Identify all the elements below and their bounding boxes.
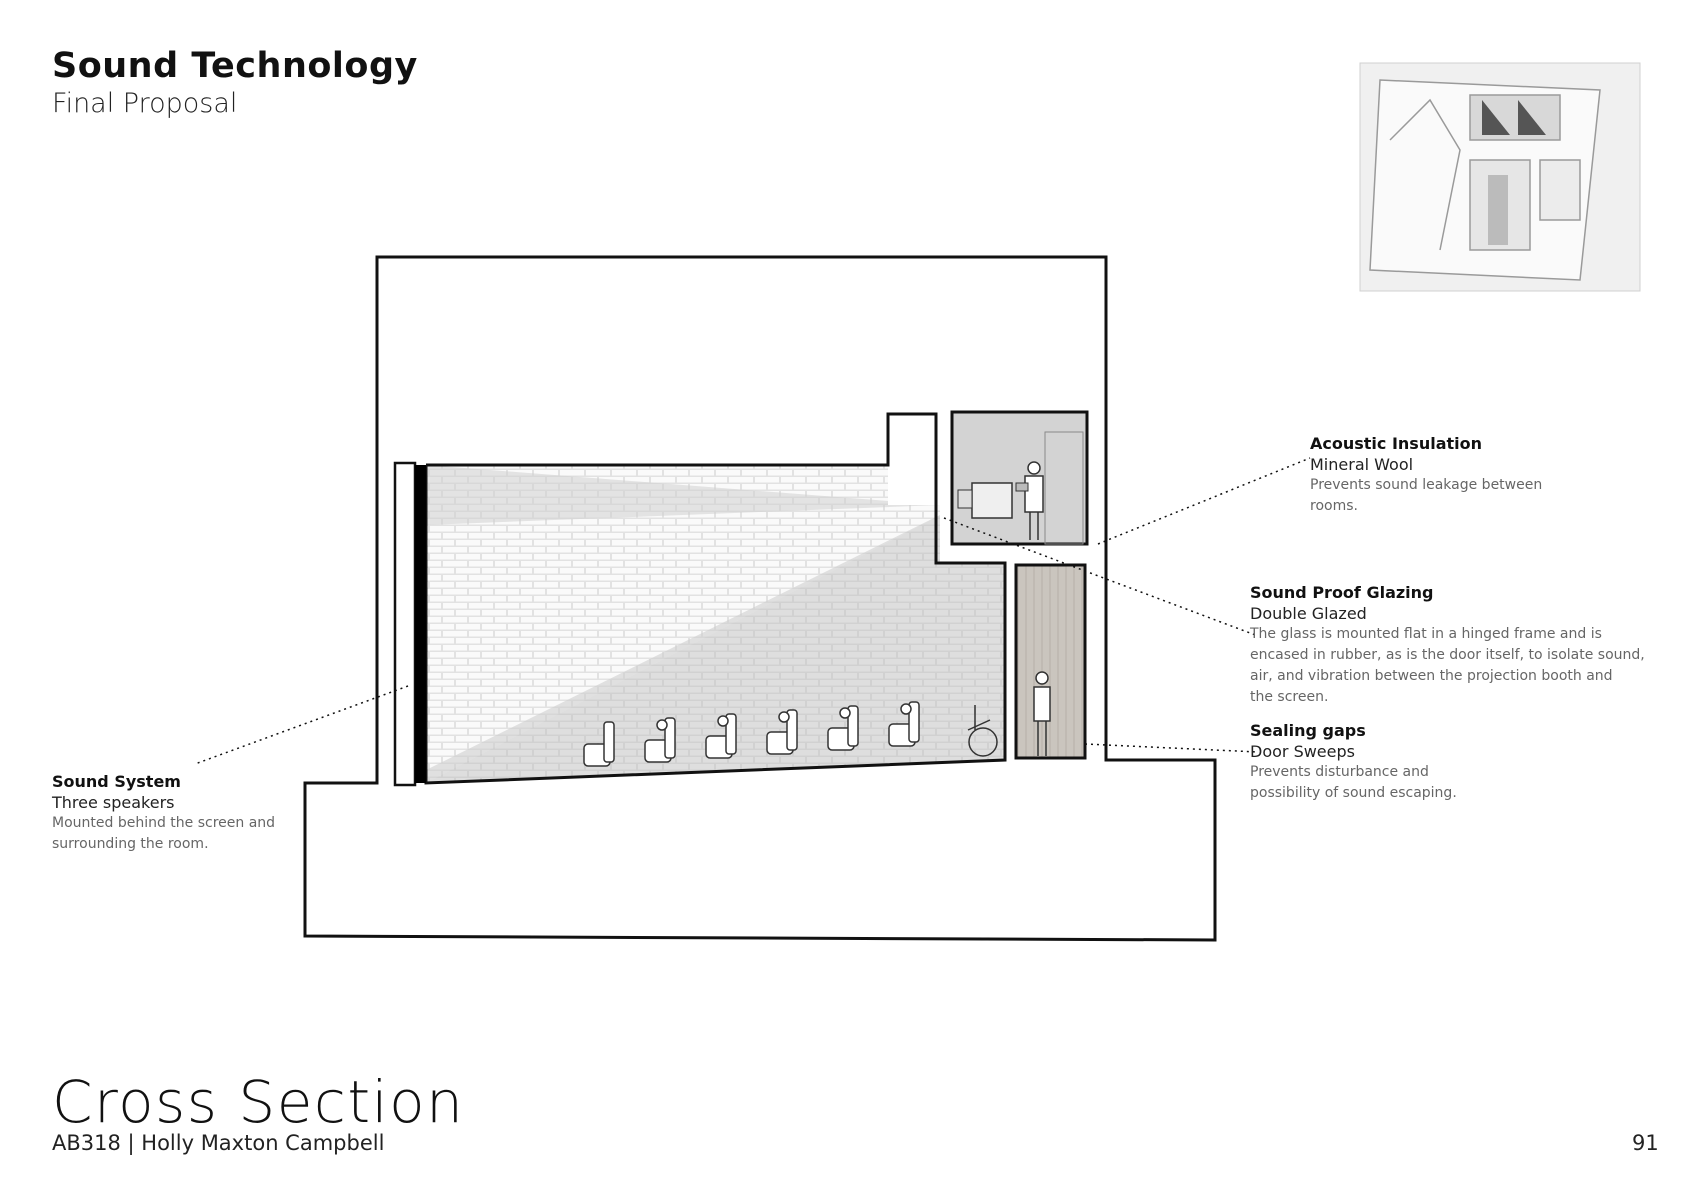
section-heading: Cross Section [52,1068,465,1136]
screen-wall [393,461,417,787]
wheelchair [967,705,998,757]
annotation-subheading: Double Glazed [1250,604,1367,623]
seat-6 [888,701,920,747]
page-subtitle: Final Proposal [52,88,238,119]
seat-1 [583,721,615,767]
annotation-description-line: Mounted behind the screen and [52,815,276,831]
annotation-description-line: Prevents sound leakage between [1310,477,1543,493]
annotation-heading: Acoustic Insulation [1310,434,1483,453]
door-area [1014,563,1087,760]
annotation-heading: Sealing gaps [1250,721,1366,740]
annotation-sound-system: Sound System Three speakers Mounted behi… [52,771,275,855]
auditorium [426,465,1005,783]
annotation-description-line: possibility of sound escaping. [1250,785,1457,801]
seat-3 [705,713,737,759]
projection-booth [950,410,1089,546]
annotation-subheading: Door Sweeps [1250,742,1355,761]
annotation-description-line: encased in rubber, as is the door itself… [1250,647,1645,663]
seat-2 [644,717,676,763]
page-title: Sound Technology [52,46,418,86]
annotation-sealing-gaps: Sealing gaps Door Sweeps Prevents distur… [1250,720,1457,804]
annotation-sound-proof-glazing: Sound Proof Glazing Double Glazed The gl… [1250,582,1645,708]
annotation-acoustic-insulation: Acoustic Insulation Mineral Wool Prevent… [1310,433,1542,517]
audience-seats [583,701,998,767]
leader-sound-system [194,685,409,765]
annotation-subheading: Three speakers [52,793,175,812]
leader-sealing-gaps [1084,743,1259,753]
leader-acoustic-insulation [1097,457,1311,545]
leader-sound-proof-glazing [943,517,1259,637]
annotation-heading: Sound Proof Glazing [1250,583,1434,602]
seat-5 [827,705,859,751]
seat-4 [766,709,798,755]
key-plan-thumbnail [1359,62,1641,292]
annotation-heading: Sound System [52,772,181,791]
author-credit: AB318 | Holly Maxton Campbell [52,1131,385,1155]
page-number: 91 [1632,1131,1659,1155]
annotation-description-line: The glass is mounted flat in a hinged fr… [1250,626,1602,642]
annotation-description-line: rooms. [1310,498,1358,514]
annotation-description-line: the screen. [1250,689,1329,705]
callout-lines [194,457,1311,765]
annotation-description-line: surrounding the room. [52,836,209,852]
annotation-subheading: Mineral Wool [1310,455,1414,474]
annotation-description-line: Prevents disturbance and [1250,764,1429,780]
annotation-description-line: air, and vibration between the projectio… [1250,668,1613,684]
screen [415,465,426,783]
auditorium-outline [424,412,1007,785]
